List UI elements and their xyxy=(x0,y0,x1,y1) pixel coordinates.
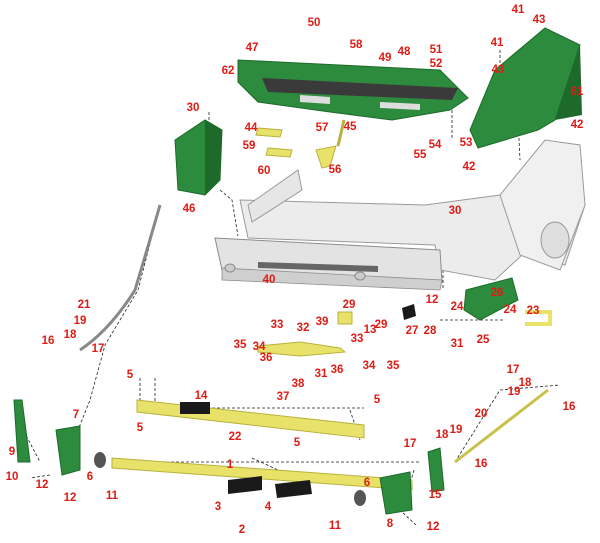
callout-30: 30 xyxy=(448,205,462,217)
chassis-frame xyxy=(214,139,586,291)
callout-36: 36 xyxy=(330,364,344,376)
callout-20: 20 xyxy=(474,408,488,420)
callout-10: 10 xyxy=(5,471,19,483)
callout-3: 3 xyxy=(214,501,222,513)
callout-45: 45 xyxy=(343,121,357,133)
callout-61: 61 xyxy=(570,86,584,98)
callout-29: 29 xyxy=(342,299,356,311)
callout-6: 6 xyxy=(86,471,94,483)
callout-42: 42 xyxy=(570,119,584,131)
callout-47: 47 xyxy=(245,42,259,54)
callout-8: 8 xyxy=(386,518,394,530)
callout-11: 11 xyxy=(105,490,119,502)
callout-19: 19 xyxy=(507,386,521,398)
callout-46: 46 xyxy=(182,203,196,215)
callout-43: 43 xyxy=(532,14,546,26)
callout-6: 6 xyxy=(363,477,371,489)
callout-28: 28 xyxy=(423,325,437,337)
callout-24: 24 xyxy=(450,301,464,313)
callout-42: 42 xyxy=(462,161,476,173)
callout-50: 50 xyxy=(307,17,321,29)
callout-1: 1 xyxy=(226,459,234,471)
callout-22: 22 xyxy=(228,431,242,443)
callout-12: 12 xyxy=(426,521,440,533)
callout-49: 49 xyxy=(378,52,392,64)
callout-58: 58 xyxy=(349,39,363,51)
callout-35: 35 xyxy=(233,339,247,351)
callout-19: 19 xyxy=(73,315,87,327)
callout-34: 34 xyxy=(362,360,376,372)
callout-48: 48 xyxy=(397,46,411,58)
callout-41: 41 xyxy=(490,37,504,49)
callout-41: 41 xyxy=(511,4,525,16)
callout-18: 18 xyxy=(435,429,449,441)
callout-56: 56 xyxy=(328,164,342,176)
top-plate xyxy=(237,59,469,121)
callout-60: 60 xyxy=(257,165,271,177)
callout-17: 17 xyxy=(506,364,520,376)
callout-16: 16 xyxy=(474,458,488,470)
callout-40: 40 xyxy=(262,274,276,286)
callout-2: 2 xyxy=(238,524,246,536)
callout-11: 11 xyxy=(328,520,342,532)
callout-31: 31 xyxy=(314,368,328,380)
callout-29: 29 xyxy=(374,319,388,331)
callout-36: 36 xyxy=(259,352,273,364)
callout-51: 51 xyxy=(429,44,443,56)
callout-4: 4 xyxy=(264,501,272,513)
callout-17: 17 xyxy=(403,438,417,450)
callout-54: 54 xyxy=(428,139,442,151)
callout-31: 31 xyxy=(450,338,464,350)
callout-38: 38 xyxy=(291,378,305,390)
callout-37: 37 xyxy=(276,391,290,403)
callout-12: 12 xyxy=(35,479,49,491)
callout-9: 9 xyxy=(8,446,16,458)
callout-7: 7 xyxy=(72,409,80,421)
callout-43: 43 xyxy=(491,64,505,76)
callout-30: 30 xyxy=(186,102,200,114)
callout-5: 5 xyxy=(293,437,301,449)
callout-53: 53 xyxy=(459,137,473,149)
callout-23: 23 xyxy=(526,305,540,317)
callout-16: 16 xyxy=(41,335,55,347)
callout-34: 34 xyxy=(252,341,266,353)
callout-5: 5 xyxy=(126,369,134,381)
callout-62: 62 xyxy=(221,65,235,77)
callout-17: 17 xyxy=(91,343,105,355)
callout-55: 55 xyxy=(413,149,427,161)
callout-14: 14 xyxy=(194,390,208,402)
callout-18: 18 xyxy=(518,377,532,389)
callout-35: 35 xyxy=(386,360,400,372)
bracket-46 xyxy=(174,119,223,196)
callout-13: 13 xyxy=(363,324,377,336)
callout-12: 12 xyxy=(63,492,77,504)
callout-25: 25 xyxy=(476,334,490,346)
pedal-linkage xyxy=(13,204,549,515)
callout-5: 5 xyxy=(373,394,381,406)
callout-27: 27 xyxy=(405,325,419,337)
callout-5: 5 xyxy=(136,422,144,434)
callout-21: 21 xyxy=(77,299,91,311)
callout-15: 15 xyxy=(428,489,442,501)
callout-57: 57 xyxy=(315,122,329,134)
callout-24: 24 xyxy=(503,304,517,316)
callout-19: 19 xyxy=(449,424,463,436)
callout-33: 33 xyxy=(270,319,284,331)
callout-18: 18 xyxy=(63,329,77,341)
callout-32: 32 xyxy=(296,322,310,334)
callout-16: 16 xyxy=(562,401,576,413)
callout-59: 59 xyxy=(242,140,256,152)
footrest-plate xyxy=(469,27,582,149)
callout-44: 44 xyxy=(244,122,258,134)
callout-26: 26 xyxy=(490,287,504,299)
callout-12: 12 xyxy=(425,294,439,306)
callout-52: 52 xyxy=(429,58,443,70)
callout-39: 39 xyxy=(315,316,329,328)
small-parts xyxy=(255,119,552,357)
callout-33: 33 xyxy=(350,333,364,345)
